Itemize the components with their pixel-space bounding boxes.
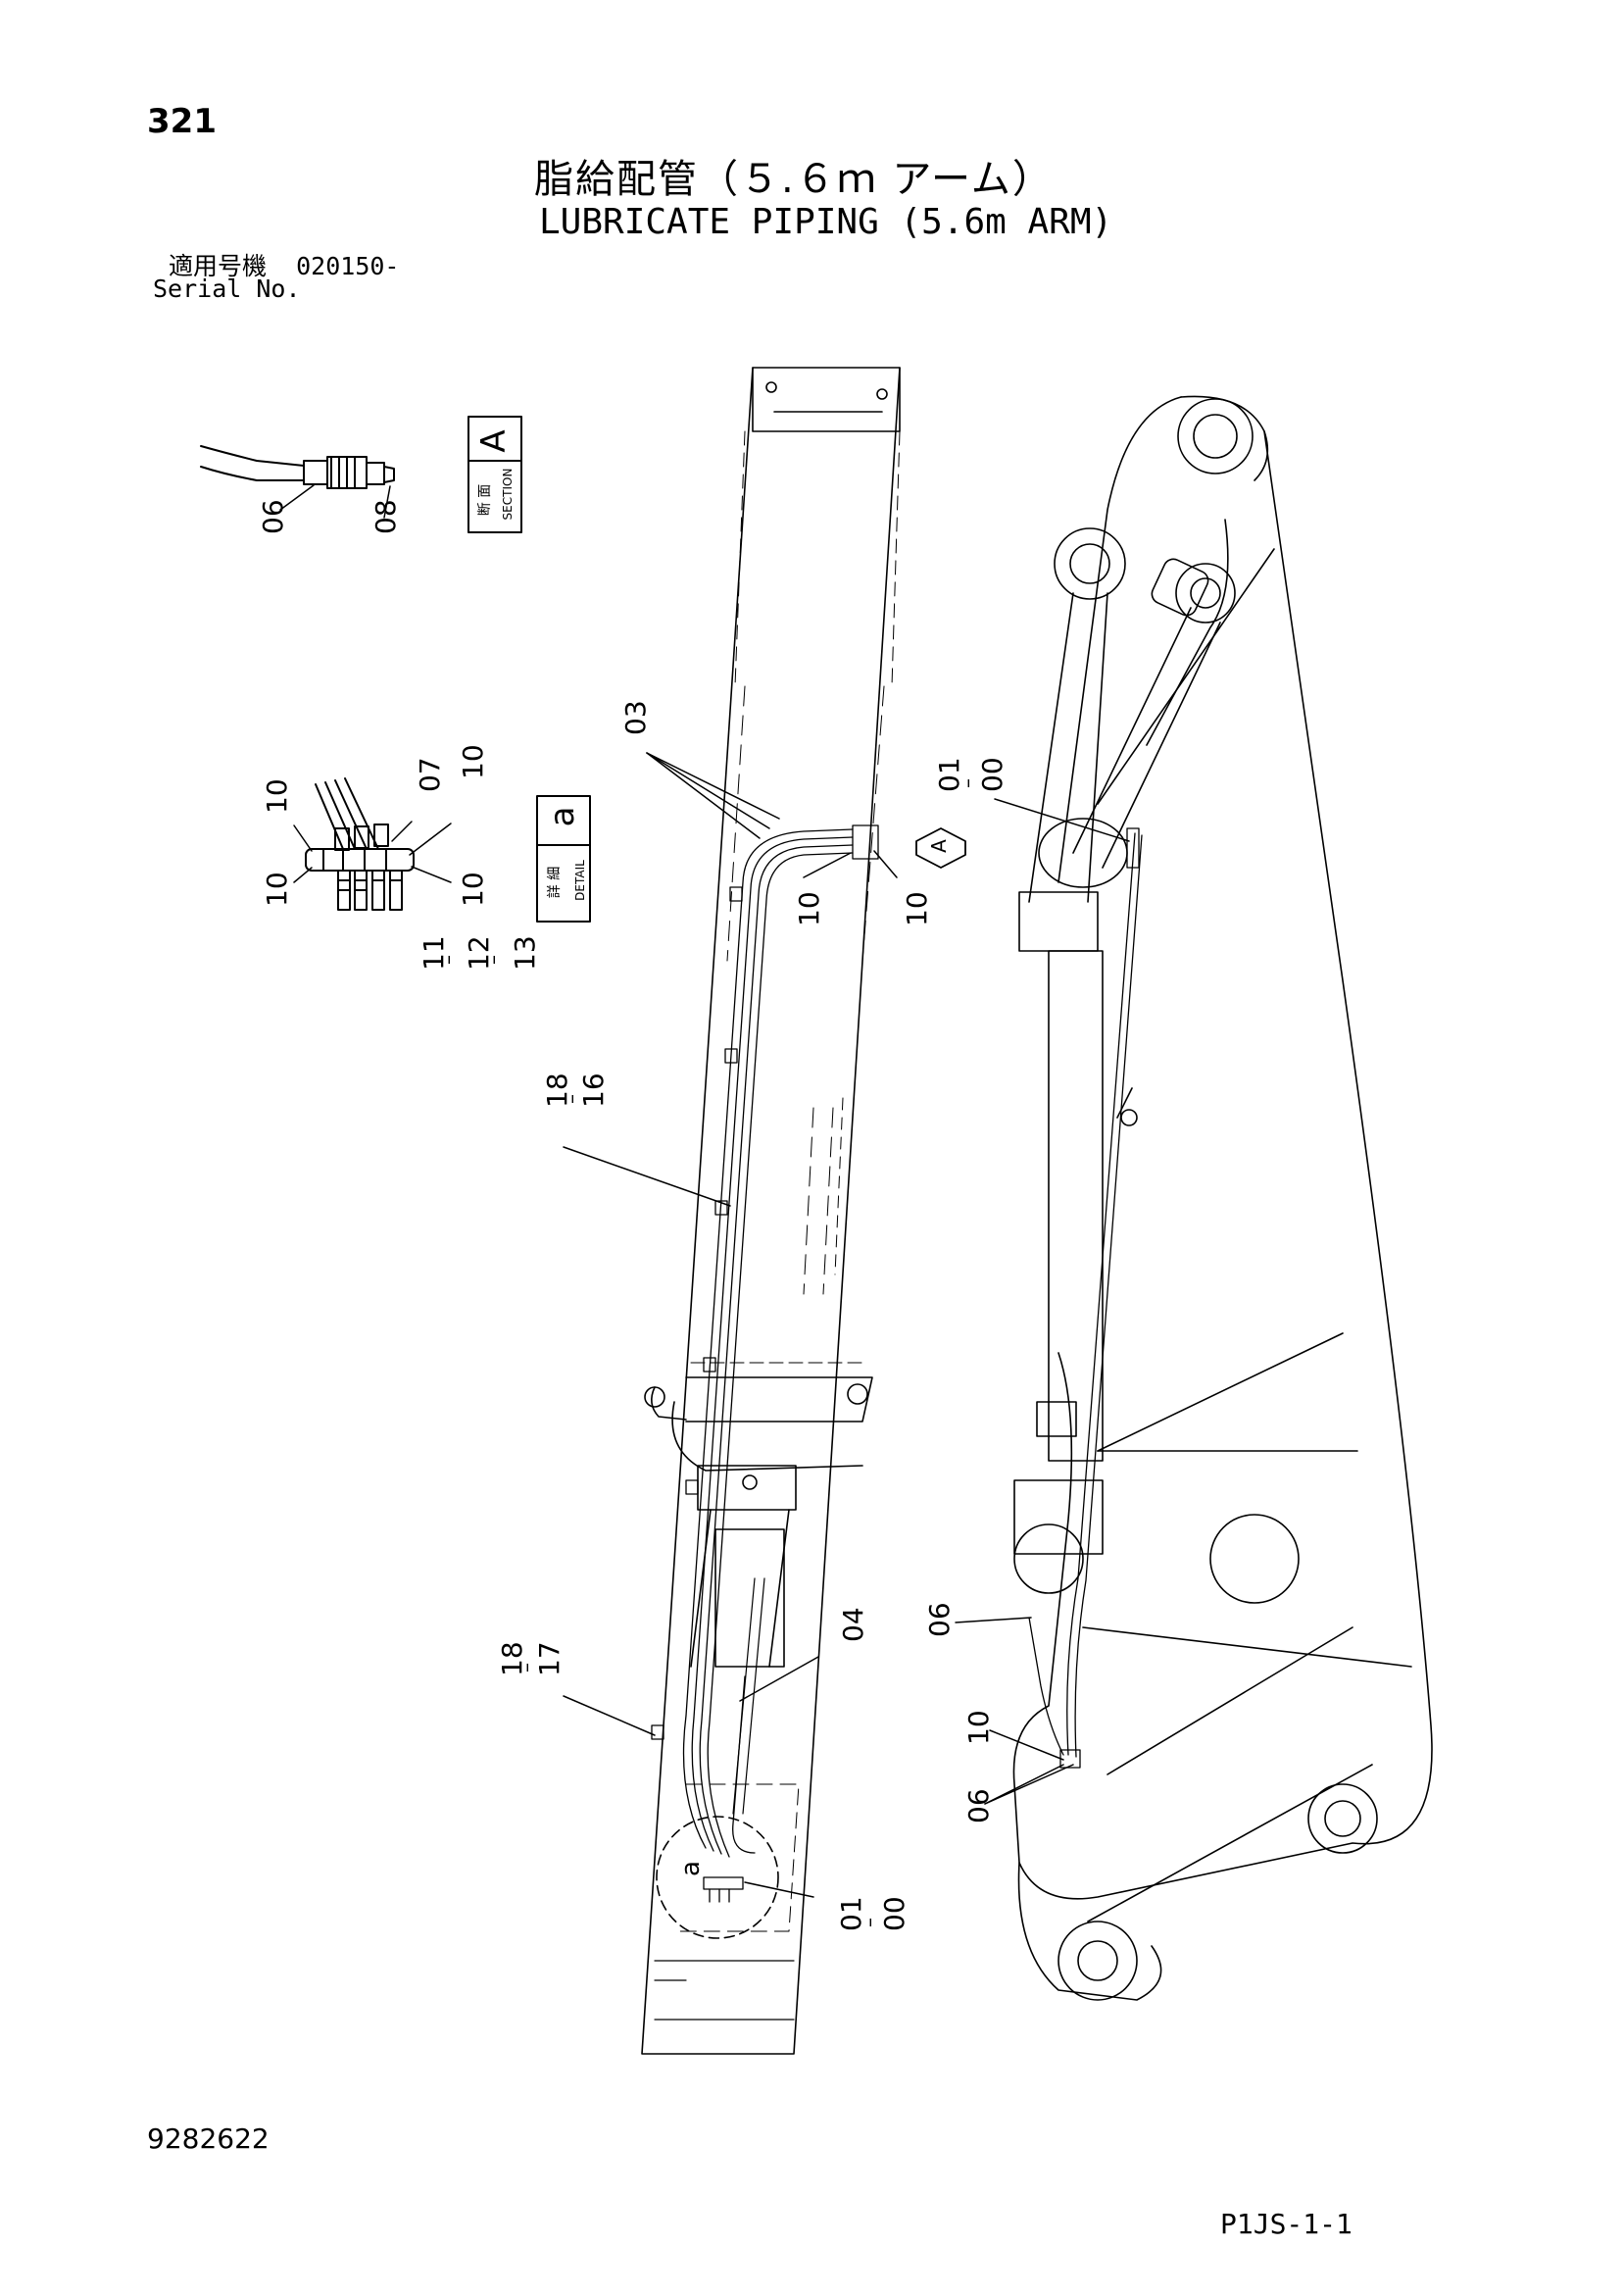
view-arrow-a bbox=[915, 827, 966, 869]
callout-arm-10-b: 10 bbox=[901, 891, 933, 926]
serial-label-japanese: 適用号機 020150- bbox=[169, 247, 399, 282]
section-a-label-box bbox=[467, 416, 522, 533]
boom-callouts: 01 00 06 10 06 bbox=[923, 757, 1008, 1823]
boom-outline bbox=[1012, 395, 1433, 2001]
detail-a-label-box bbox=[536, 795, 591, 923]
detail-circle-letter: a bbox=[676, 1861, 706, 1876]
callout-detail-07: 07 bbox=[414, 757, 446, 792]
view-arrow-letter: A bbox=[927, 839, 951, 853]
detail-box-letter: a bbox=[543, 807, 582, 827]
svg-text:–: – bbox=[858, 1918, 881, 1927]
callout-section-08: 08 bbox=[369, 499, 402, 534]
callout-arm-17: 17 bbox=[533, 1641, 566, 1676]
page-number: 321 bbox=[147, 102, 217, 141]
arm-callouts: 03 10 10 18 16 18 17 04 01 00 bbox=[496, 700, 933, 1931]
callout-arm-18-b: 18 bbox=[496, 1641, 528, 1676]
callout-arm-18-a: 18 bbox=[541, 1073, 573, 1108]
boom-callout-separators: – bbox=[956, 778, 979, 788]
callout-detail-13: 13 bbox=[509, 935, 541, 971]
detail-a-view bbox=[293, 777, 452, 911]
section-box-ja: 断 面 bbox=[477, 484, 493, 516]
callout-arm-16: 16 bbox=[577, 1073, 610, 1108]
callout-boom-06-a: 06 bbox=[923, 1602, 956, 1637]
section-box-en: SECTION bbox=[501, 469, 515, 521]
serial-label-ja-text: 適用号機 bbox=[169, 252, 268, 280]
svg-text:–: – bbox=[956, 778, 979, 788]
svg-text:–: – bbox=[436, 955, 460, 965]
title-japanese: 脂給配管（５.６ｍ アーム） bbox=[534, 157, 1054, 202]
callout-leaders bbox=[563, 752, 1130, 1898]
serial-value: 020150- bbox=[296, 252, 400, 280]
detail-callout-separators: – – bbox=[436, 955, 505, 965]
arm-outline bbox=[641, 367, 901, 2055]
detail-callouts: 10 10 07 10 10 11 12 13 bbox=[261, 744, 541, 971]
callout-boom-10: 10 bbox=[962, 1710, 995, 1745]
svg-text:–: – bbox=[481, 955, 505, 965]
callout-arm-10-a: 10 bbox=[793, 891, 825, 926]
detail-box-en: DETAIL bbox=[573, 860, 587, 901]
section-a-view bbox=[200, 445, 395, 519]
callout-arm-01: 01 bbox=[835, 1896, 867, 1931]
serial-label-english: Serial No. bbox=[153, 275, 301, 303]
callout-arm-00: 00 bbox=[878, 1896, 910, 1931]
callout-detail-11: 11 bbox=[418, 935, 450, 971]
svg-text:–: – bbox=[560, 1094, 583, 1104]
boom-piping-lines bbox=[1028, 827, 1143, 1769]
callout-boom-00: 00 bbox=[976, 757, 1008, 792]
callout-detail-10-a: 10 bbox=[261, 778, 293, 814]
callout-detail-10-c: 10 bbox=[457, 744, 489, 779]
callout-detail-10-b: 10 bbox=[261, 872, 293, 907]
callout-boom-06-b: 06 bbox=[962, 1788, 995, 1823]
callout-detail-12: 12 bbox=[463, 935, 495, 971]
arm-piping-lines bbox=[651, 824, 879, 1903]
callout-boom-01: 01 bbox=[933, 757, 965, 792]
arm-callout-separators: – – – bbox=[515, 1094, 881, 1927]
section-callouts: 06 08 bbox=[257, 499, 402, 534]
detail-box-ja: 詳 細 bbox=[547, 867, 563, 898]
title-english: LUBRICATE PIPING (5.6m ARM) bbox=[539, 202, 1113, 242]
callout-arm-04: 04 bbox=[837, 1607, 869, 1642]
drawing-number: 9282622 bbox=[147, 2122, 270, 2155]
callout-section-06: 06 bbox=[257, 499, 289, 534]
callout-detail-10-d: 10 bbox=[457, 872, 489, 907]
page-reference: P1JS-1-1 bbox=[1220, 2208, 1352, 2240]
section-box-letter: A bbox=[474, 429, 514, 452]
callout-arm-03: 03 bbox=[619, 700, 652, 735]
svg-text:–: – bbox=[515, 1663, 538, 1672]
